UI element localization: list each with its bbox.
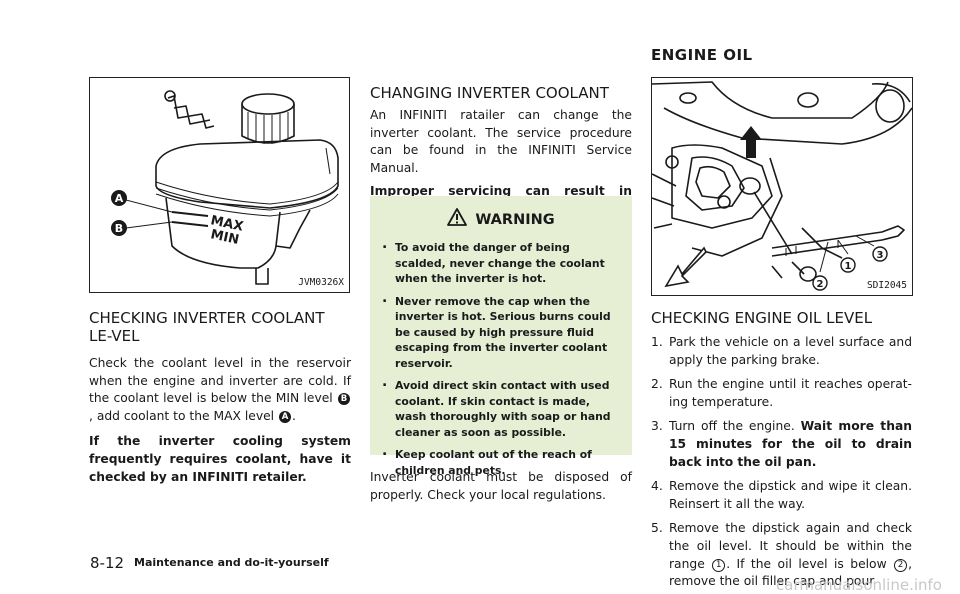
chapter-title: Maintenance and do-it-yourself xyxy=(134,556,329,569)
step-number: 4. xyxy=(651,479,663,494)
warning-item: To avoid the danger of being scalded, ne… xyxy=(380,237,622,287)
text-run: . xyxy=(292,408,296,423)
section-header: ENGINE OIL xyxy=(651,46,753,64)
warning-item: Never remove the cap when the inverter i… xyxy=(380,291,622,372)
page-number: 8-12 xyxy=(90,554,125,572)
step-item: 2. Run the engine until it reaches operat… xyxy=(651,376,912,411)
watermark: carmanualsonline.info xyxy=(776,576,942,594)
text-run: Check the coolant level in the reservoir… xyxy=(89,356,351,406)
warning-item: Avoid direct skin contact with used cool… xyxy=(380,375,622,440)
step-text: Turn off the engine. xyxy=(669,419,801,434)
warning-box: WARNING To avoid the danger of being sca… xyxy=(370,196,632,477)
section-heading: CHANGING INVERTER COOLANT xyxy=(370,84,609,102)
step-text: , remove the oil filler cap and pour xyxy=(669,556,912,589)
step-item: 5. Remove the dipstick again and check th… xyxy=(651,520,912,590)
step-number: 3. xyxy=(651,419,663,434)
ref-a: A xyxy=(279,410,292,423)
callout-b: B xyxy=(115,222,123,235)
ref-1: 1 xyxy=(712,558,726,572)
ratailer-paragraph: An INFINITI ratailer can change the inve… xyxy=(370,108,632,175)
ref-2: 2 xyxy=(894,558,908,572)
warning-heading: WARNING xyxy=(370,208,632,228)
ref-b: B xyxy=(338,393,350,406)
coolant-reservoir-figure: MAX MIN A B JVM0326X xyxy=(89,77,350,293)
engine-oil-level-section: CHECKING ENGINE OIL LEVEL 1. Park the veh… xyxy=(651,309,912,591)
text-run: , add coolant to the MAX level xyxy=(89,408,279,423)
min-mark: MIN xyxy=(209,227,240,248)
section-heading: CHECKING ENGINE OIL LEVEL xyxy=(651,309,873,327)
step-item: 1. Park the vehicle on a level surface an… xyxy=(651,334,912,369)
max-mark: MAX xyxy=(209,213,244,235)
disposal-paragraph: Inverter coolant must be disposed of pro… xyxy=(370,470,632,502)
dipstick-figure: 2 1 3 SDI2045 xyxy=(651,77,913,296)
step-number: 1. xyxy=(651,335,663,349)
changing-coolant-section: CHANGING INVERTER COOLANT An INFINITI ra… xyxy=(370,84,632,219)
reservoir-illustration: MAX MIN A B xyxy=(111,90,339,285)
step-item: 4. Remove the dipstick and wipe it clean.… xyxy=(651,478,912,513)
step-number: 5. xyxy=(651,521,663,536)
figure-caption: SDI2045 xyxy=(866,280,907,291)
dipstick-illustration: 2 1 3 xyxy=(652,81,912,291)
step-text: Park the vehicle on a level surface and … xyxy=(669,335,912,367)
step-text: Remove the dipstick again and check the … xyxy=(669,521,912,571)
step-text: Remove the dipstick and wipe it clean. R… xyxy=(669,479,912,511)
warning-title: WARNING xyxy=(475,212,555,228)
disposal-section: Inverter coolant must be disposed of pro… xyxy=(370,469,632,504)
figure-caption: JVM0326X xyxy=(298,277,344,288)
retailer-paragraph: If the inverter cooling system frequentl… xyxy=(89,434,351,484)
warning-triangle-icon xyxy=(447,208,468,226)
section-heading: CHECKING INVERTER COOLANT LE-VEL xyxy=(89,309,325,345)
callout-a: A xyxy=(115,192,124,205)
callout-2: 2 xyxy=(817,279,824,290)
steps-list: 1. Park the vehicle on a level surface an… xyxy=(651,334,912,591)
step-text: . If the oil level is below xyxy=(726,556,894,571)
step-bold-text: Wait more than 15 minutes for the oil to… xyxy=(669,419,912,469)
callout-1: 1 xyxy=(845,261,852,272)
callout-3: 3 xyxy=(877,250,884,261)
step-item: 3. Turn off the engine. Wait more than 15… xyxy=(651,418,912,471)
inverter-coolant-level-section: CHECKING INVERTER COOLANT LE-VEL Check t… xyxy=(89,309,351,486)
warning-list: To avoid the danger of being scalded, ne… xyxy=(380,237,622,485)
coolant-level-paragraph: Check the coolant level in the reservoir… xyxy=(89,355,351,425)
step-number: 2. xyxy=(651,377,663,392)
step-text: Run the engine until it reaches operat-i… xyxy=(669,377,912,409)
warning-item: Keep coolant out of the reach of childre… xyxy=(380,444,622,478)
